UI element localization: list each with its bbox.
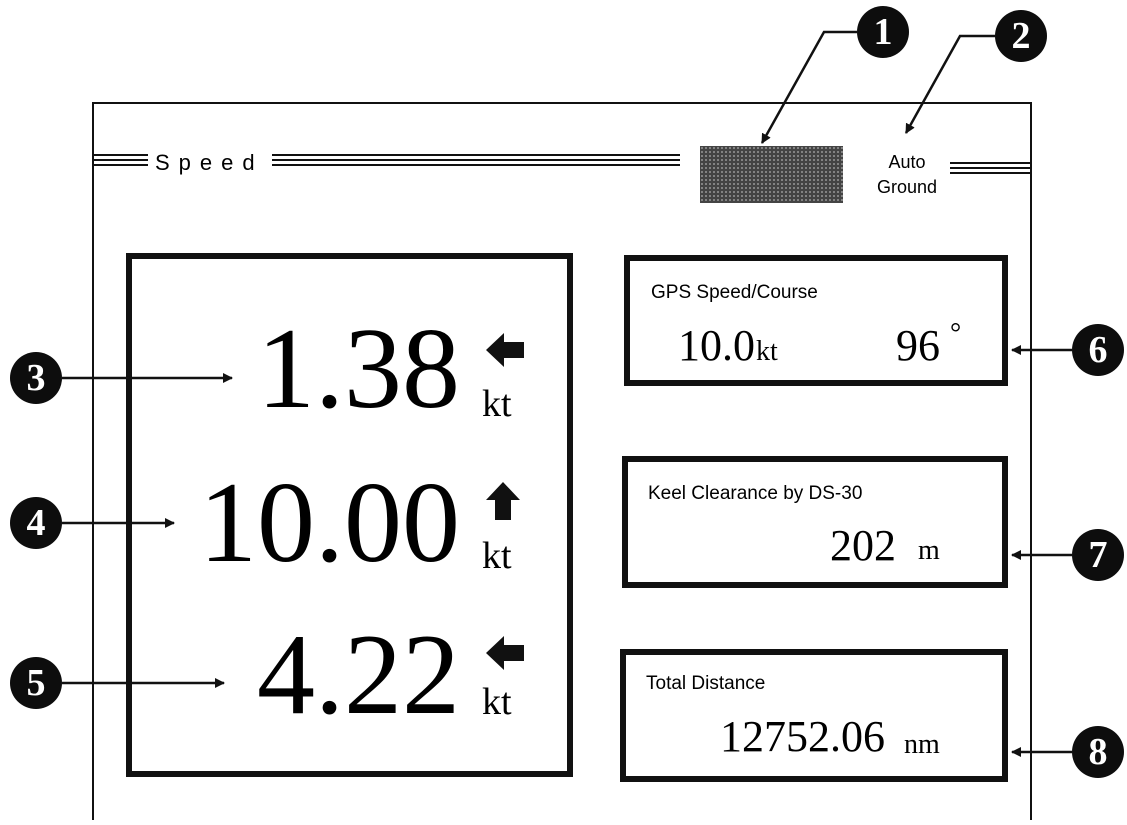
arrow-left-icon [486,636,524,670]
callout-marker-7: 7 [1072,529,1124,581]
total-distance-value: 12752.06 [720,712,885,761]
callout-marker-6: 6 [1072,324,1124,376]
total-distance-panel [620,649,1008,782]
gps-speed-unit: kt [756,336,778,367]
keel-clearance-value: 202 [830,521,896,570]
callout-marker-4: 4 [10,497,62,549]
arrow-left-icon [486,333,524,367]
callout-marker-5: 5 [10,657,62,709]
gps-speed-value: 10.0 [678,321,755,370]
gps-panel-label: GPS Speed/Course [651,282,818,303]
status-indicator-box [700,146,843,203]
total-distance-unit: nm [904,729,940,760]
header-rule-middle [272,154,680,170]
keel-clearance-panel [622,456,1008,588]
speed-display-panel [126,253,573,777]
callout-marker-8: 8 [1072,726,1124,778]
gps-course-unit: ° [950,318,962,349]
display-frame [92,102,1032,820]
callout-marker-1: 1 [857,6,909,58]
keel-clearance-unit: m [918,535,940,566]
keel-panel-label: Keel Clearance by DS-30 [648,483,863,504]
callout-marker-3: 3 [10,352,62,404]
speed-unit-1: kt [482,383,512,425]
header-rule-left [94,154,148,170]
distance-panel-label: Total Distance [646,673,766,694]
callout-marker-2: 2 [995,10,1047,62]
mode-line-ground: Ground [876,177,938,197]
mode-line-auto: Auto [888,152,926,172]
gps-speed-course-panel [624,255,1008,386]
header-rule-right [950,162,1032,178]
speed-value-2: 10.00 [199,459,460,587]
speed-value-1: 1.38 [257,305,460,433]
speed-mode-indicator: Auto Ground [868,150,946,200]
screen-title: Speed [155,150,264,175]
speed-unit-2: kt [482,535,512,577]
arrow-up-icon [486,482,520,520]
gps-course-value: 96 [896,321,940,370]
speed-value-3: 4.22 [257,611,460,739]
speed-unit-3: kt [482,681,512,723]
